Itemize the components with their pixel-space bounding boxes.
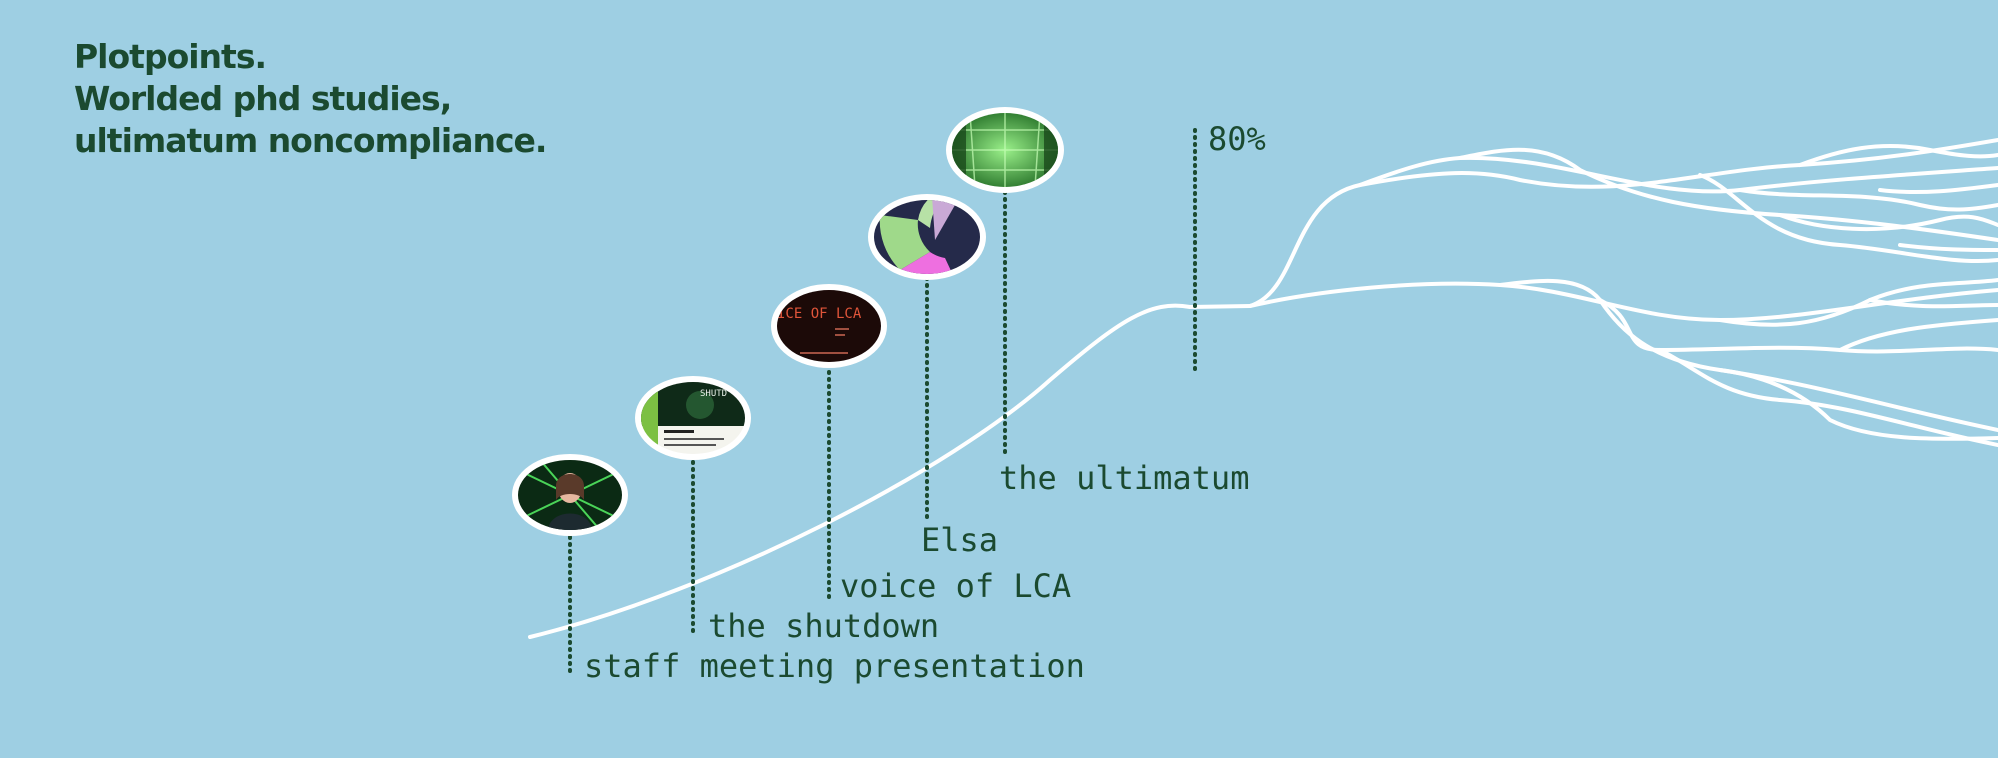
percent-marker-label: 80% (1208, 120, 1266, 158)
color-wheel-thumbnail (874, 200, 980, 274)
milestone-label: Elsa (921, 521, 998, 559)
milestone-staff-meeting: staff meeting presentation (512, 454, 1085, 685)
branch-lines (1248, 138, 1998, 447)
milestone-elsa: Elsa (868, 194, 998, 559)
milestone-ultimatum: the ultimatum (946, 107, 1249, 497)
svg-text:SHUTD: SHUTD (700, 389, 727, 399)
title-line-2: Worlded phd studies, (74, 79, 452, 118)
title-line-1: Plotpoints. (74, 37, 267, 76)
shutdown-slide-thumbnail: SHUTD (641, 382, 745, 454)
milestone-label: the shutdown (708, 607, 939, 645)
page-title: Plotpoints. Worlded phd studies, ultimat… (74, 36, 547, 162)
title-line-3: ultimatum noncompliance. (74, 121, 547, 160)
milestone-label: voice of LCA (840, 567, 1071, 605)
milestone-label: staff meeting presentation (584, 647, 1085, 685)
milestone-label: the ultimatum (999, 459, 1249, 497)
green-grid-thumbnail (952, 113, 1058, 187)
video-call-thumbnail (518, 460, 622, 530)
main-curve (528, 303, 1252, 639)
milestone-voice-of-lca: ICE OF LCA voice of LCA (771, 284, 1071, 605)
thumbnail-caption: ICE OF LCA (777, 306, 862, 322)
voice-of-lca-slide-thumbnail: ICE OF LCA (777, 290, 881, 362)
milestone-shutdown: SHUTD the shutdown (635, 376, 939, 645)
